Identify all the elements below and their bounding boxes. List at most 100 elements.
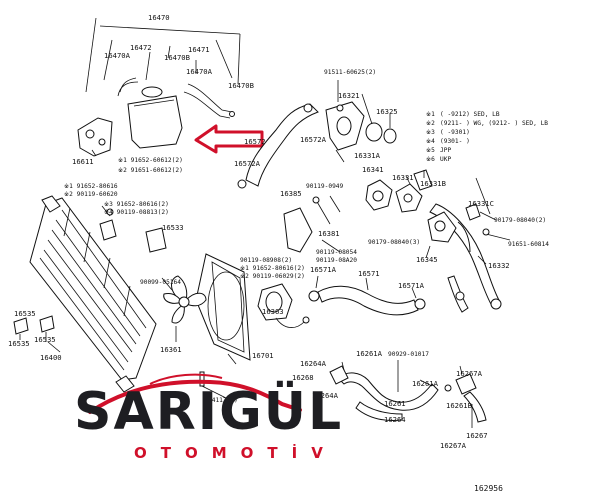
label-16472: 16472 [130, 43, 152, 52]
upper-radiator-hose [245, 103, 319, 187]
fan-blade [171, 275, 188, 301]
label-16385: 16385 [280, 189, 302, 198]
reservoir-cap [141, 86, 163, 98]
label-16361: 16361 [160, 345, 182, 354]
label-16261b: 16261B [446, 401, 472, 410]
bracket-group [283, 195, 341, 253]
lower-hose-group [308, 275, 426, 316]
label-91652-80616-3: ※1 91652-80616(2) [240, 265, 305, 272]
reservoir-bracket [77, 117, 113, 157]
label-16611: 16611 [72, 157, 94, 166]
label-16470a: 16470A [104, 51, 131, 60]
legend-text-2: (9211- ) WG, (9212- ) SED, LB [440, 120, 548, 127]
label-16331c: 16331C [468, 199, 494, 208]
label-16701: 16701 [252, 351, 274, 360]
fan-hub [178, 296, 190, 308]
label-90179-08040-2: 90179-08040(2) [494, 217, 546, 224]
label-90179-08040-3: 90179-08040(3) [368, 239, 420, 246]
label-16400: 16400 [40, 353, 62, 362]
label-90099-05164: 90099-05164 [140, 279, 181, 286]
label-16325: 16325 [376, 107, 398, 116]
figure-code: 162956 [474, 484, 503, 493]
label-16261a-2: 16261A [412, 379, 439, 388]
label-16363: 16363 [262, 307, 284, 316]
label-90119-0949: 90119-0949 [306, 183, 344, 190]
upper-hose-group [237, 80, 397, 189]
part-number-labels: 16470 16472 16471 16470A 16470B 16470A 1… [8, 13, 549, 450]
legend-mark-3: ※3 [426, 129, 435, 136]
legend-mark-5: ※5 [426, 147, 435, 154]
fan-blade [171, 303, 185, 324]
label-16535-c: 16535 [8, 339, 30, 348]
label-16470b-2: 16470B [228, 81, 254, 90]
label-04117: 04117(3) [208, 397, 238, 404]
label-16261: 16261 [384, 399, 406, 408]
label-16264a-2: 16264A [312, 391, 339, 400]
hose-clamp [303, 103, 313, 113]
label-90119-08908: 90119-08908(2) [240, 257, 292, 264]
reservoir-tank [127, 95, 183, 149]
hose-clamp [237, 179, 247, 189]
legend-text-4: (9301- ) [440, 138, 470, 145]
legend-text-1: ( -9212) SED, LB [440, 111, 500, 118]
hose-connector [329, 365, 349, 385]
label-16470: 16470 [148, 13, 170, 22]
label-90119-06029: ※2 90119-06029(2) [240, 273, 305, 280]
label-16264a: 16264A [300, 359, 327, 368]
label-16331a: 16331A [354, 151, 381, 160]
brand-tagline: OTOMOTİV [134, 444, 337, 462]
label-16571a: 16571A [310, 265, 337, 274]
legend: ※1 ( -9212) SED, LB ※2 (9211- ) WG, (921… [426, 111, 548, 163]
legend-mark-2: ※2 [426, 120, 435, 127]
label-16533: 16533 [162, 223, 184, 232]
label-90119-08054: 90119-08054 [316, 249, 357, 256]
label-16470a-2: 16470A [186, 67, 213, 76]
label-91652-60612: ※1 91652-60612(2) [118, 157, 183, 164]
label-16345: 16345 [416, 255, 438, 264]
legend-mark-1: ※1 [426, 111, 435, 118]
label-16331b: 16331B [420, 179, 446, 188]
label-90119-60620: ※2 90119-60620 [64, 191, 118, 198]
radiator-group [13, 195, 167, 393]
brand-logo-car [88, 373, 302, 414]
brand-name: SARIGÜL [74, 382, 344, 442]
heater-water-hose [337, 372, 439, 411]
fan-blade [163, 293, 183, 304]
hose-clamp [414, 298, 426, 310]
thermostat [383, 128, 397, 144]
label-91651-60612: ※2 91651-60612(2) [118, 167, 183, 174]
label-16572a-2: 16572A [234, 159, 261, 168]
label-16331: 16331 [392, 173, 414, 182]
label-91511: 91511-60625(2) [324, 69, 376, 76]
label-16267a: 16267A [456, 369, 483, 378]
sensor [413, 169, 433, 191]
hose-clamp [308, 290, 320, 302]
label-16261a: 16261A [356, 349, 383, 358]
brand-logo: SARIGÜL OTOMOTİV [70, 378, 370, 478]
legend-text-3: ( -9301) [440, 129, 470, 136]
label-16571a-2: 16571A [398, 281, 425, 290]
label-16471: 16471 [188, 45, 210, 54]
label-16267: 16267 [466, 431, 488, 440]
label-16321: 16321 [338, 91, 360, 100]
label-16341: 16341 [362, 165, 384, 174]
radiator-mount-cushion [13, 317, 29, 335]
heater-hose-group [329, 360, 487, 428]
label-90119-08a20: 90119-08A20 [316, 257, 357, 264]
hose-connector [455, 373, 477, 395]
label-16268: 16268 [292, 373, 314, 382]
radiator-mount-cushion [39, 315, 55, 333]
label-16381: 16381 [318, 229, 340, 238]
label-91652-80616: ※1 91652-80616 [64, 183, 118, 190]
label-16571: 16571 [358, 269, 380, 278]
label-16470b: 16470B [164, 53, 190, 62]
label-16332: 16332 [488, 261, 510, 270]
label-16264: 16264 [384, 415, 406, 424]
label-16572a: 16572A [300, 135, 327, 144]
label-91652-80616-2: ※3 91652-80616(2) [104, 201, 169, 208]
water-pipe-group [365, 169, 511, 313]
label-90929-01017: 90929-01017 [388, 351, 429, 358]
inlet-bracket [283, 207, 313, 253]
label-16535-b: 16535 [34, 335, 56, 344]
